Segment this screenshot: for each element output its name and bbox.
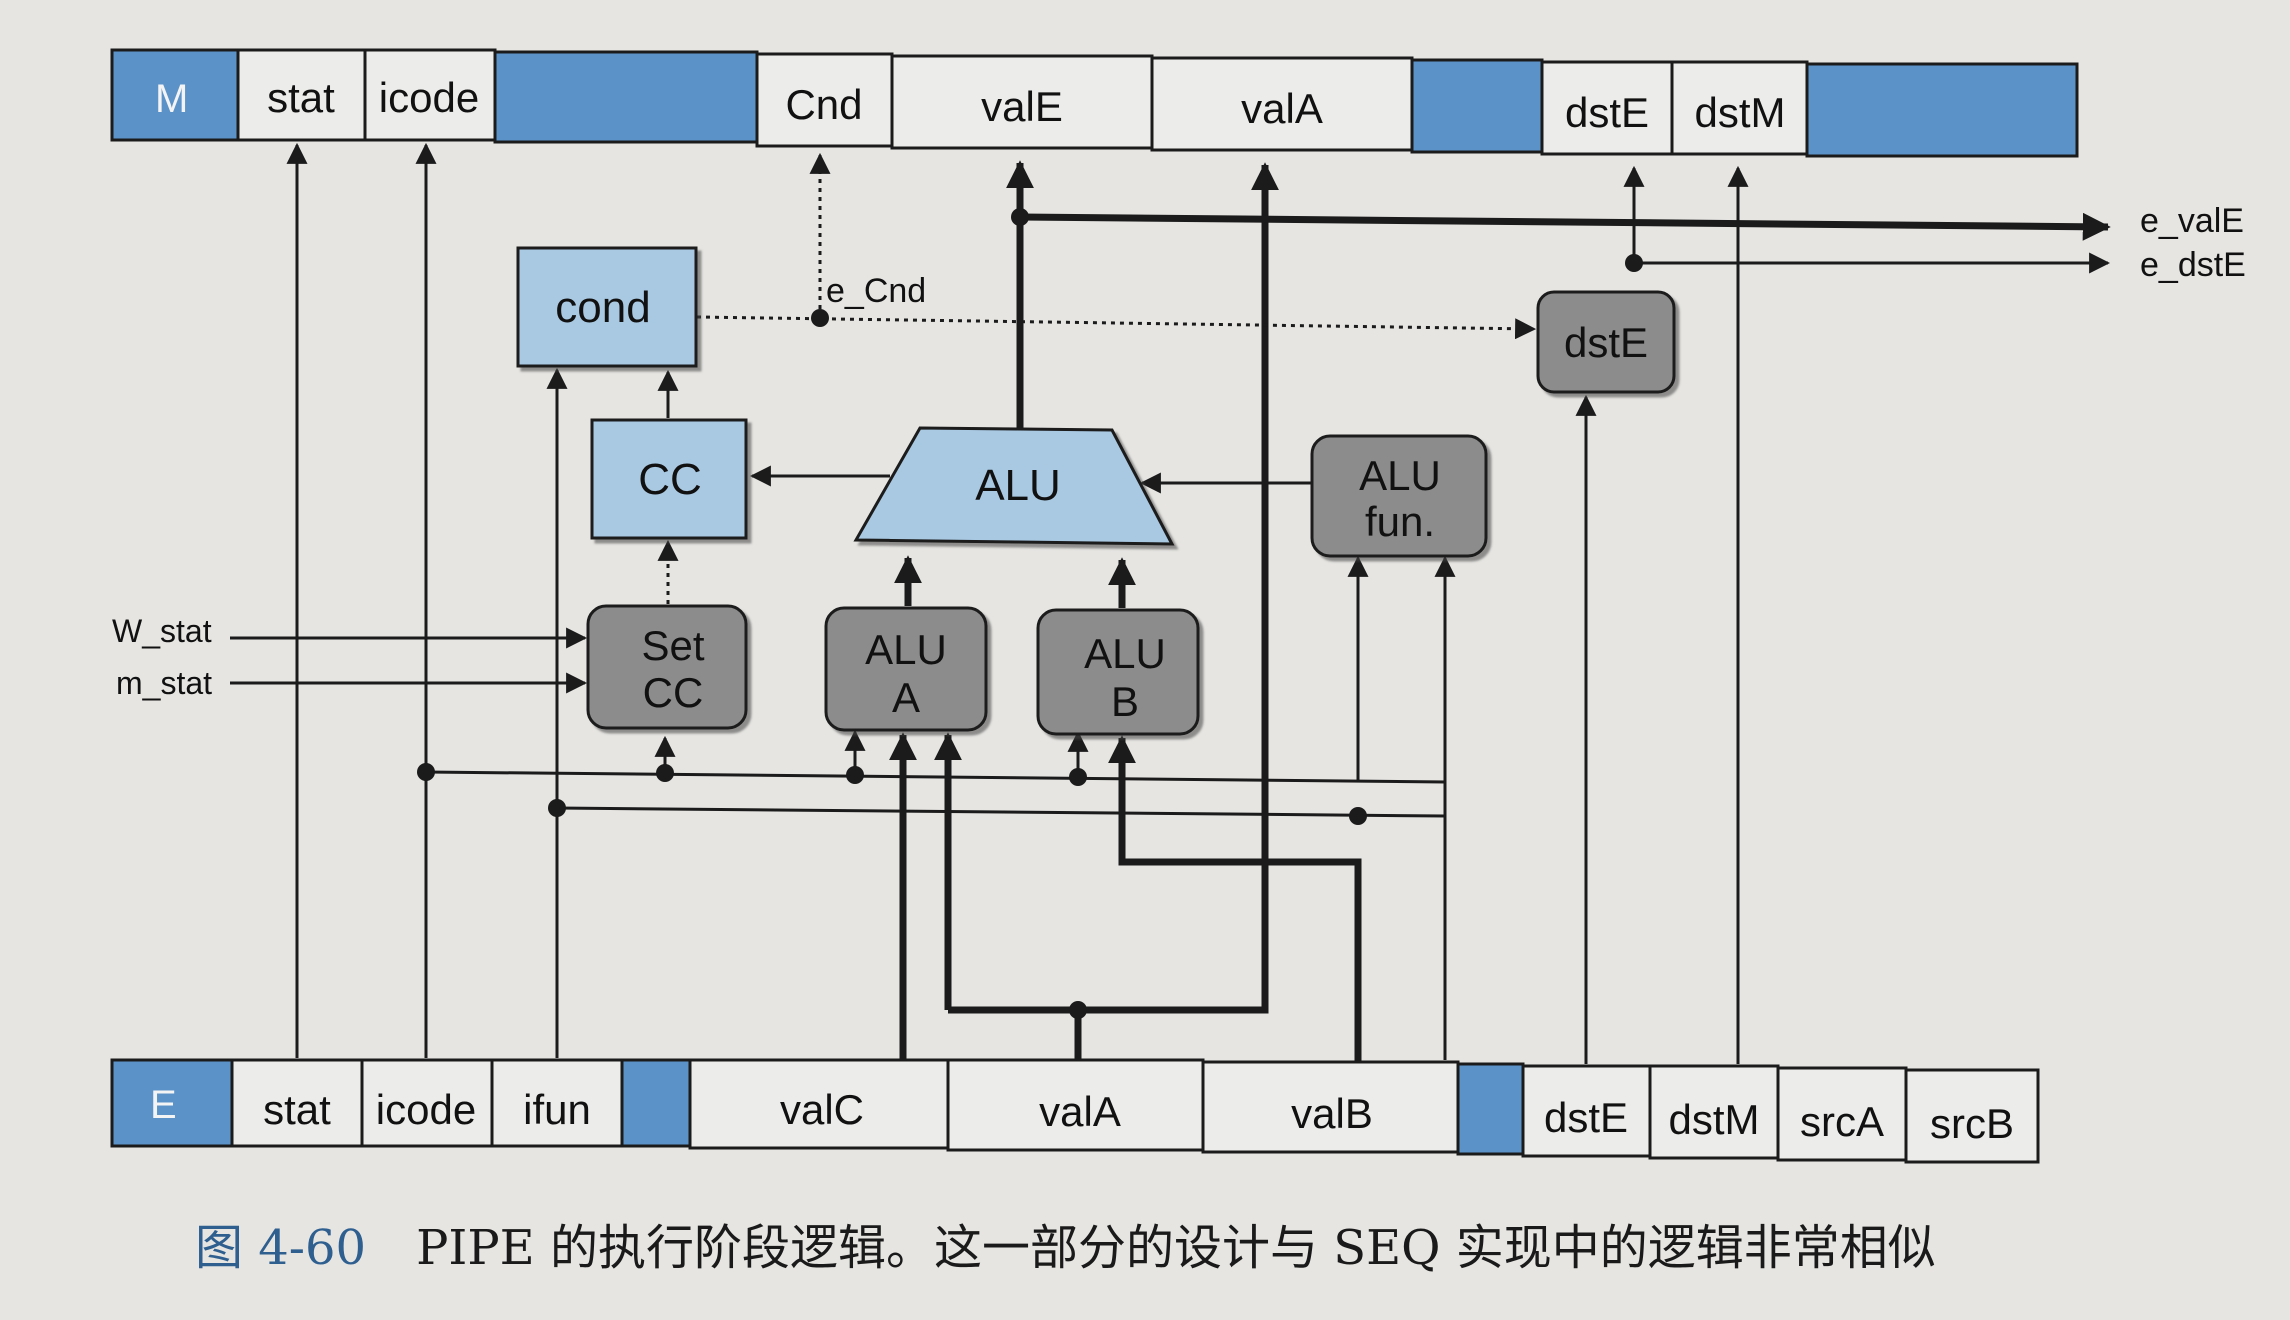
m-field-dste-box (1540, 60, 1674, 156)
cond-block: cond (516, 246, 698, 368)
e-field-ifun: ifun (523, 1086, 591, 1133)
e-register-tag (110, 1058, 234, 1148)
e-register-blank-1 (620, 1058, 692, 1148)
m-register-blank-3 (1805, 62, 2079, 158)
e-field-icode: icode (376, 1086, 476, 1133)
m-field-cnd: Cnd (785, 81, 862, 128)
alu-b-label-line2: B (1111, 678, 1139, 725)
wire-vala-to-m (948, 172, 1269, 1014)
m-field-stat-box (236, 48, 367, 142)
e-field-srcb-box (1904, 1068, 2040, 1164)
e-field-dste-box (1521, 1064, 1652, 1158)
e-field-srca-box (1776, 1066, 1908, 1162)
set-cc-box (586, 604, 748, 730)
alu-b-box (1036, 608, 1200, 736)
e-field-valb: valB (1291, 1090, 1373, 1137)
m-field-icode: icode (379, 74, 479, 121)
figure-caption-text: PIPE 的执行阶段逻辑。这一部分的设计与 SEQ 实现中的逻辑非常相似 (416, 1220, 1936, 1276)
wire-junctions (417, 208, 1643, 1019)
set-cc-label-line1: Set (641, 622, 704, 669)
m-register-blank-2 (1410, 58, 1544, 154)
set-cc-block: Set CC (586, 604, 748, 730)
cc-box (590, 418, 748, 540)
junction-dot (1625, 254, 1643, 272)
m-field-icode-box (363, 48, 497, 142)
e-field-valc-box (688, 1058, 950, 1150)
junction-dot (1349, 807, 1367, 825)
junction-dot (1069, 1001, 1087, 1019)
cond-box (516, 246, 698, 368)
m-register-label: M (155, 77, 188, 121)
e-field-stat-box (230, 1058, 364, 1148)
cc-block: CC (590, 418, 748, 540)
e-field-dstm-box (1648, 1064, 1780, 1160)
e-field-srca: srcA (1800, 1098, 1884, 1145)
junction-dot (548, 799, 566, 817)
alu-shape (853, 426, 1175, 546)
wire-e-vale-out (1019, 212, 2111, 241)
junction-dot (656, 764, 674, 782)
e-field-valc: valC (780, 1086, 864, 1133)
e-field-dste: dstE (1544, 1094, 1628, 1141)
m-register-tag (110, 48, 240, 142)
wire-ifun-to-alufun (556, 555, 1456, 818)
m-field-dstm-box (1670, 60, 1809, 156)
m-register: M stat icode Cnd valE valA dstE dstM (110, 48, 2079, 158)
dste-block: dstE (1536, 290, 1676, 394)
e-dste-label: e_dstE (2140, 246, 2246, 284)
e-field-stat: stat (263, 1086, 331, 1133)
wire-valb-to-alub (1108, 735, 1362, 1062)
alu-block: ALU (853, 426, 1175, 546)
m-field-vala-box (1150, 56, 1414, 152)
alu-a-block: ALU A (824, 606, 988, 732)
m-field-stat: stat (267, 74, 335, 121)
junction-dot (417, 763, 435, 781)
e-field-ifun-box (490, 1058, 624, 1148)
cc-label: CC (638, 455, 702, 504)
junction-dot (846, 766, 864, 784)
alu-a-box (824, 606, 988, 732)
w-stat-label: W_stat (112, 613, 212, 649)
alu-b-block: ALU B (1036, 608, 1200, 736)
dste-label: dstE (1564, 319, 1648, 366)
alu-b-label-line1: ALU (1084, 630, 1166, 677)
e-field-srcb: srcB (1930, 1100, 2014, 1147)
alu-fun-block: ALU fun. (1310, 434, 1488, 558)
m-stat-label: m_stat (116, 665, 212, 701)
alu-a-label-line2: A (892, 674, 920, 721)
junction-dot (1011, 208, 1029, 226)
e-register-blank-2 (1456, 1062, 1525, 1156)
figure-number: 图 4-60 (195, 1220, 367, 1276)
alu-fun-box (1310, 434, 1488, 558)
cond-label: cond (555, 283, 650, 332)
wires (230, 142, 2111, 1064)
alu-fun-label-line1: ALU (1359, 452, 1441, 499)
junction-dot (811, 309, 829, 327)
figure-caption: 图 4-60 PIPE 的执行阶段逻辑。这一部分的设计与 SEQ 实现中的逻辑非常… (195, 1208, 2255, 1288)
e-cnd-label: e_Cnd (826, 272, 926, 310)
m-field-vale-box (890, 54, 1154, 150)
e-field-vala: valA (1039, 1088, 1121, 1135)
m-register-blank-1 (493, 50, 759, 144)
dste-box (1536, 290, 1676, 394)
junction-dot (1069, 768, 1087, 786)
m-field-dste: dstE (1565, 89, 1649, 136)
m-field-vale: valE (981, 83, 1063, 130)
alu-fun-label-line2: fun. (1365, 498, 1435, 545)
m-field-vala: valA (1241, 85, 1323, 132)
alu-a-label-line1: ALU (865, 626, 947, 673)
set-cc-label-line2: CC (643, 669, 704, 716)
e-register: E stat icode ifun valC valA valB dstE ds… (110, 1058, 2040, 1164)
alu-label: ALU (975, 461, 1061, 510)
e-register-label: E (150, 1083, 177, 1127)
e-field-dstm: dstM (1668, 1096, 1759, 1143)
m-field-dstm: dstM (1694, 89, 1785, 136)
e-vale-label: e_valE (2140, 202, 2244, 240)
